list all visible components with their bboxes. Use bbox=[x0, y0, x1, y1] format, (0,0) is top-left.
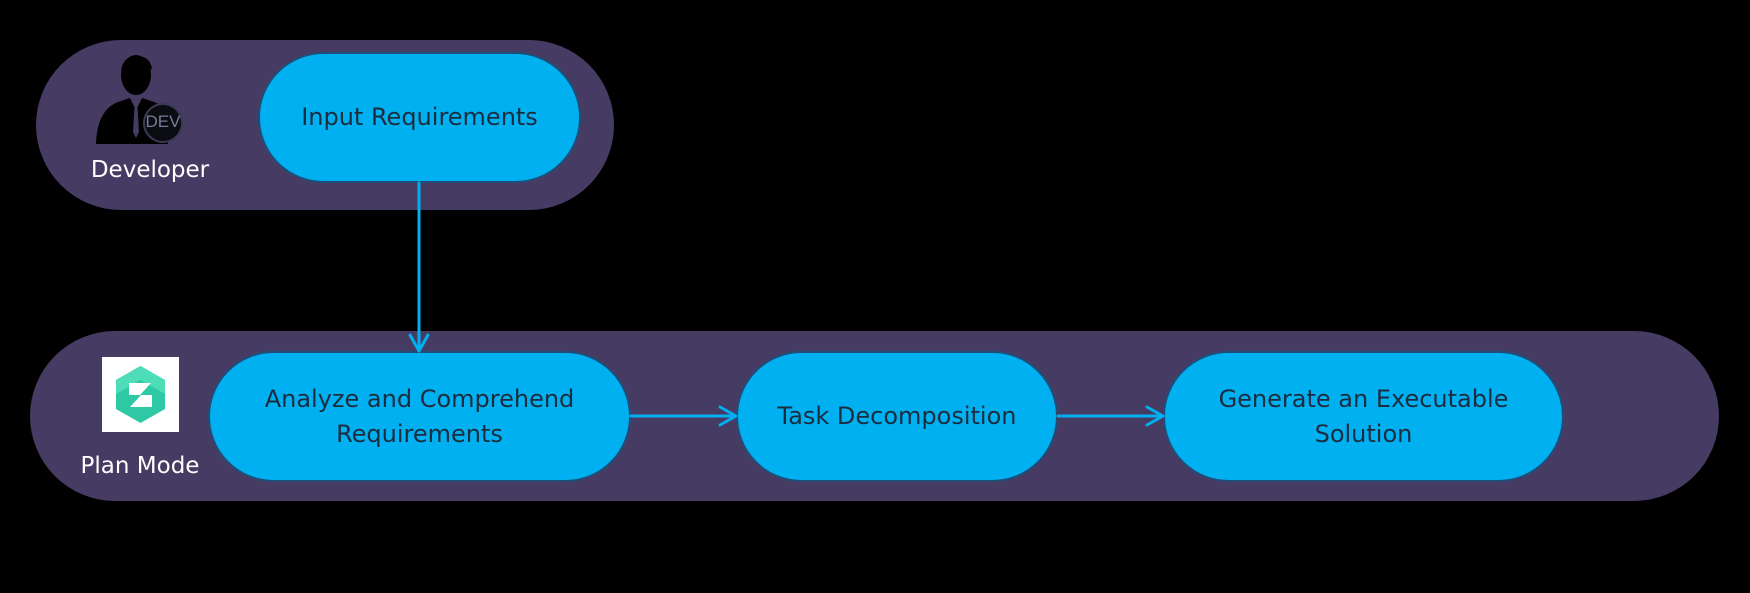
task-decomposition-label: Task Decomposition bbox=[777, 402, 1017, 430]
analyze-requirements-label: Analyze and Comprehend Requirements bbox=[264, 384, 575, 448]
generate-solution-label: Generate an Executable Solution bbox=[1218, 384, 1509, 448]
app-logo-icon bbox=[102, 357, 179, 432]
dev-badge-text: DEV bbox=[145, 112, 181, 131]
input-requirements-step: Input Requirements bbox=[258, 52, 581, 183]
task-decomposition-step: Task Decomposition bbox=[736, 351, 1058, 482]
analyze-requirements-step: Analyze and Comprehend Requirements bbox=[208, 351, 631, 482]
developer-person-icon bbox=[96, 55, 183, 144]
generate-solution-step: Generate an Executable Solution bbox=[1163, 351, 1564, 482]
developer-label: Developer bbox=[90, 157, 210, 183]
plan-mode-label: Plan Mode bbox=[80, 453, 200, 479]
input-requirements-label: Input Requirements bbox=[301, 103, 538, 131]
